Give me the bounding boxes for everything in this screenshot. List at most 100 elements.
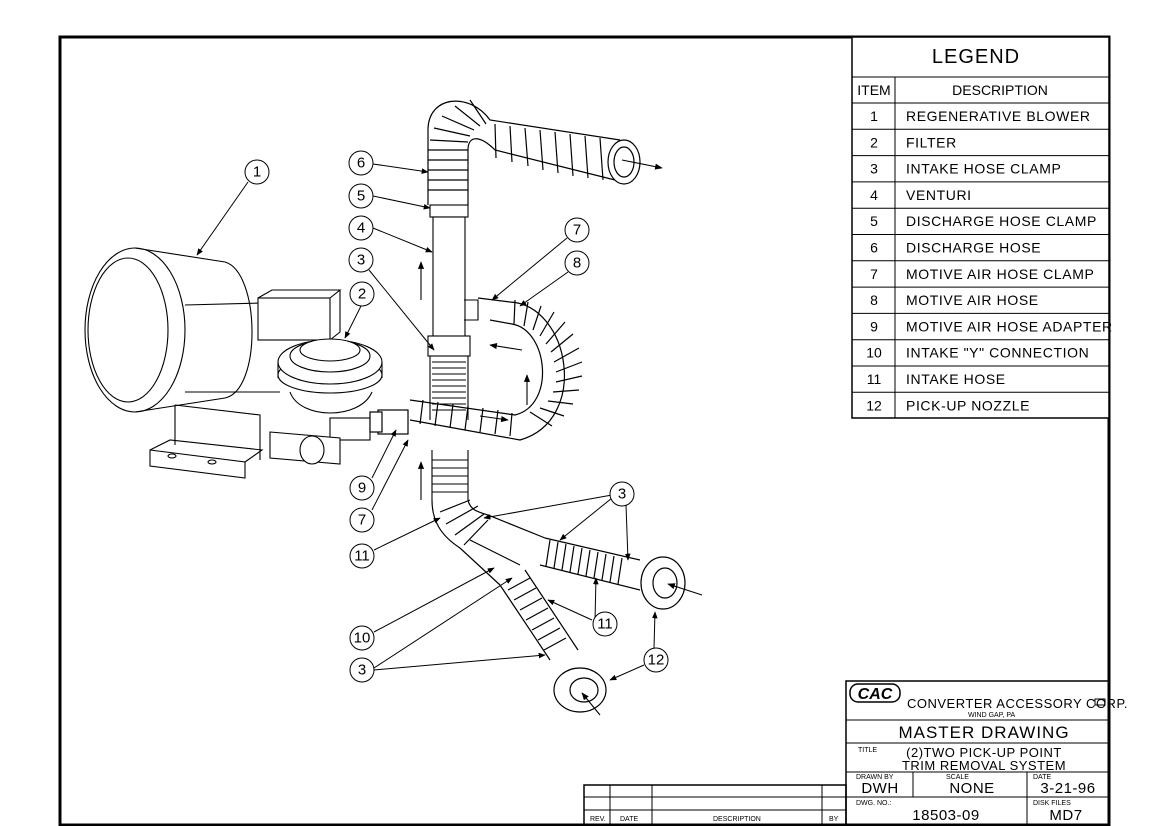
svg-text:6: 6 [357, 155, 365, 172]
drawing-title-line1: (2)TWO PICK-UP POINT [906, 745, 1062, 760]
dwg-no-label: DWG. NO.: [856, 800, 891, 807]
legend-item-number: 10 [866, 345, 882, 361]
svg-text:12: 12 [648, 652, 665, 669]
balloon-7-lower: 7 [349, 507, 375, 533]
intake-y-connection [431, 499, 686, 713]
leader-lines [196, 163, 658, 681]
legend-col-description: DESCRIPTION [952, 82, 1048, 98]
revision-block [583, 784, 847, 826]
legend-item-number: 6 [870, 240, 878, 256]
legend-row-lines [852, 128, 1109, 393]
balloon-3-right: 3 [609, 481, 635, 507]
legend-item-description: INTAKE HOSE [906, 371, 1006, 387]
item-balloons: 1 6 5 4 3 2 7 8 9 7 11 3 11 10 3 12 [244, 150, 669, 683]
balloon-7: 7 [564, 217, 590, 243]
company-name: CONVERTER ACCESSORY CORP. [907, 696, 1128, 711]
filter [269, 338, 383, 465]
legend-item-description: REGENERATIVE BLOWER [906, 108, 1091, 124]
rev-description-label: DESCRIPTION [713, 816, 761, 823]
dwg-no-value: 18503-09 [912, 807, 979, 824]
venturi-column [427, 204, 479, 500]
discharge-flow-arrow [621, 159, 663, 170]
legend-item-number: 3 [870, 161, 878, 177]
svg-text:2: 2 [358, 286, 366, 303]
disk-files-value: MD7 [1049, 807, 1082, 824]
legend-item-number: 2 [870, 134, 878, 150]
date-label: DATE [1033, 774, 1051, 781]
legend-item-number: 1 [870, 108, 878, 124]
legend-item-description: MOTIVE AIR HOSE ADAPTER [906, 318, 1113, 334]
svg-text:5: 5 [357, 188, 365, 205]
svg-text:3: 3 [618, 486, 626, 503]
legend-item-number: 8 [870, 292, 878, 308]
balloon-10: 10 [349, 625, 375, 651]
assembly-illustration [84, 99, 703, 716]
svg-text:11: 11 [597, 616, 613, 633]
company-location: WIND GAP, PA [968, 712, 1016, 719]
svg-text:8: 8 [573, 255, 581, 272]
legend-col-item: ITEM [857, 82, 890, 98]
legend-rows: 1 REGENERATIVE BLOWER 2 FILTER 3 INTAKE HOSE … [866, 108, 1113, 413]
legend-item-description: INTAKE "Y" CONNECTION [906, 345, 1089, 361]
svg-text:7: 7 [358, 512, 366, 529]
drawing-title-line2: TRIM REMOVAL SYSTEM [902, 758, 1066, 773]
company-logo: CAC [849, 683, 1106, 706]
title-label: TITLE [858, 747, 877, 754]
legend-table: LEGEND ITEM DESCRIPTION 1 REGENERATIVE BL… [851, 36, 1113, 419]
legend-item-number: 4 [870, 187, 878, 203]
legend-item-description: INTAKE HOSE CLAMP [906, 161, 1061, 177]
rev-label: REV. [590, 816, 606, 823]
balloon-4: 4 [348, 215, 374, 241]
nozzle-flow-arrow-left [581, 692, 601, 716]
legend-item-number: 5 [870, 213, 878, 229]
balloon-11: 11 [349, 543, 375, 569]
legend-title: LEGEND [932, 46, 1020, 68]
legend-item-number: 9 [870, 318, 878, 334]
legend-item-description: MOTIVE AIR HOSE CLAMP [906, 266, 1094, 282]
balloon-11-right: 11 [592, 611, 618, 637]
drawn-by-value: DWH [861, 780, 898, 797]
legend-item-description: FILTER [906, 134, 957, 150]
svg-text:CAC: CAC [858, 686, 893, 703]
svg-text:9: 9 [358, 480, 366, 497]
legend-item-description: DISCHARGE HOSE [906, 240, 1041, 256]
nozzle-flow-arrow-right [667, 583, 703, 596]
discharge-hose [427, 99, 641, 205]
flow-arrows [417, 261, 531, 500]
legend-item-description: DISCHARGE HOSE CLAMP [906, 213, 1097, 229]
motive-air-hose [369, 297, 583, 441]
balloon-3: 3 [348, 247, 374, 273]
legend-item-description: MOTIVE AIR HOSE [906, 292, 1039, 308]
master-drawing-label: MASTER DRAWING [898, 723, 1069, 742]
scale-value: NONE [949, 780, 994, 797]
balloon-6: 6 [348, 150, 374, 176]
svg-text:1: 1 [253, 164, 261, 181]
svg-text:3: 3 [358, 662, 366, 679]
drawn-by-label: DRAWN BY [856, 774, 894, 781]
balloon-2: 2 [349, 281, 375, 307]
legend-item-number: 11 [867, 371, 882, 387]
balloon-8: 8 [564, 250, 590, 276]
balloon-12: 12 [643, 647, 669, 673]
scale-label: SCALE [946, 774, 969, 781]
svg-text:4: 4 [357, 220, 365, 237]
date-value: 3-21-96 [1040, 780, 1095, 797]
balloon-1: 1 [244, 159, 270, 185]
rev-date-label: DATE [620, 816, 638, 823]
balloon-3-lower: 3 [349, 657, 375, 683]
disk-files-label: DISK FILES [1033, 800, 1071, 807]
svg-text:10: 10 [354, 630, 371, 647]
balloon-5: 5 [348, 183, 374, 209]
regenerative-blower [84, 247, 342, 479]
legend-item-description: VENTURI [906, 187, 972, 203]
legend-item-description: PICK-UP NOZZLE [906, 397, 1030, 413]
svg-text:11: 11 [354, 548, 370, 565]
legend-item-number: 7 [870, 266, 878, 282]
svg-text:3: 3 [357, 252, 365, 269]
legend-item-number: 12 [866, 397, 882, 413]
title-block [845, 680, 1110, 826]
svg-text:7: 7 [573, 222, 581, 239]
balloon-9: 9 [349, 475, 375, 501]
rev-by-label: BY [829, 816, 839, 823]
